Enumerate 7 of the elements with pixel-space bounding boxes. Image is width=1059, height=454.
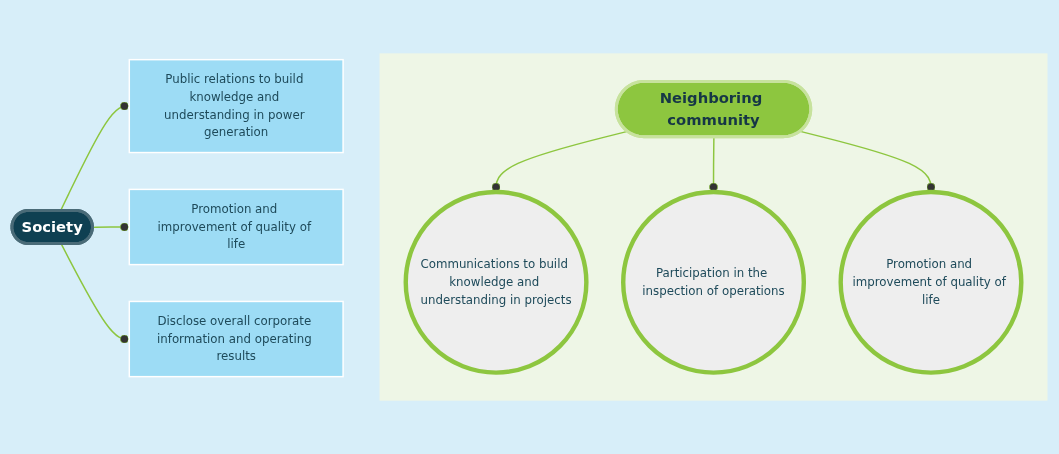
- cluster: [379, 53, 1048, 401]
- node-box: Promotion and improvement of quality of life: [128, 188, 344, 266]
- node-circle: Promotion and improvement of quality of life: [838, 189, 1024, 375]
- node-circle: Participation in the inspection of operations: [621, 189, 807, 375]
- node-box: Public relations to build knowledge and understanding in power generation: [128, 58, 344, 154]
- node-circle: Communications to build knowledge and understanding in projects: [403, 189, 589, 375]
- node-box: Disclose overall corporate information and operating results: [128, 300, 344, 378]
